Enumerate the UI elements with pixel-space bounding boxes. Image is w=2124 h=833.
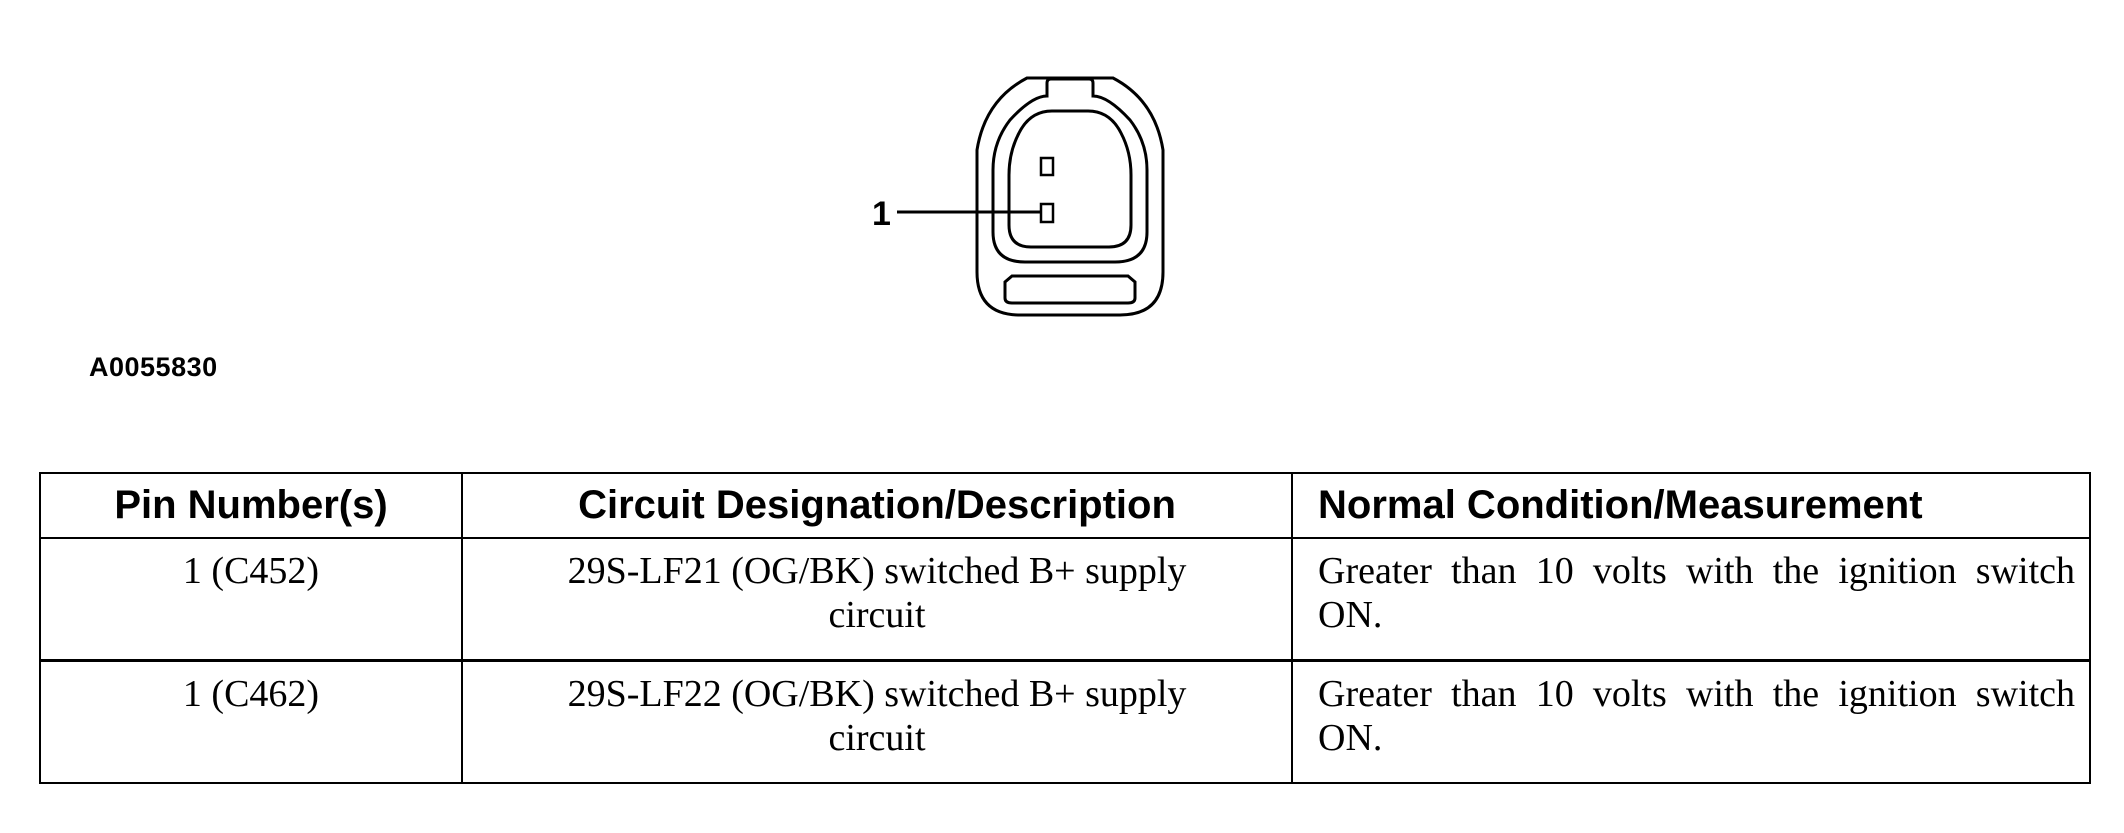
header-pin-numbers: Pin Number(s) [39,472,463,539]
connector-figure: 1 [872,76,1165,317]
cell-pin: 1 (C452) [39,537,463,662]
cell-condition: Greater than 10 volts with the ignition … [1291,537,2091,662]
table-header-row: Pin Number(s) Circuit Designation/Descri… [39,472,2091,539]
connector-face-view-icon: 1 [872,76,1165,317]
table-row: 1 (C462) 29S-LF22 (OG/BK) switched B+ su… [39,659,2091,784]
pin-terminal-2 [1039,156,1055,177]
connector-latch-slot [1003,274,1137,305]
connector-seal-ring [991,77,1149,264]
pin-terminal-1 [1039,202,1055,224]
header-normal-condition: Normal Condition/Measurement [1291,472,2091,539]
cell-circuit: 29S-LF21 (OG/BK) switched B+ supply circ… [461,537,1293,662]
cell-condition: Greater than 10 volts with the ignition … [1291,659,2091,784]
figure-id: A0055830 [89,352,218,382]
cell-circuit: 29S-LF22 (OG/BK) switched B+ supply circ… [461,659,1293,784]
cell-pin: 1 (C462) [39,659,463,784]
table-row: 1 (C452) 29S-LF21 (OG/BK) switched B+ su… [39,537,2091,662]
connector-housing-outline [975,76,1165,317]
header-circuit-designation: Circuit Designation/Description [461,472,1293,539]
callout-label-1: 1 [872,195,891,233]
pin-table: Pin Number(s) Circuit Designation/Descri… [39,472,2091,784]
connector-cavity [1007,109,1133,249]
